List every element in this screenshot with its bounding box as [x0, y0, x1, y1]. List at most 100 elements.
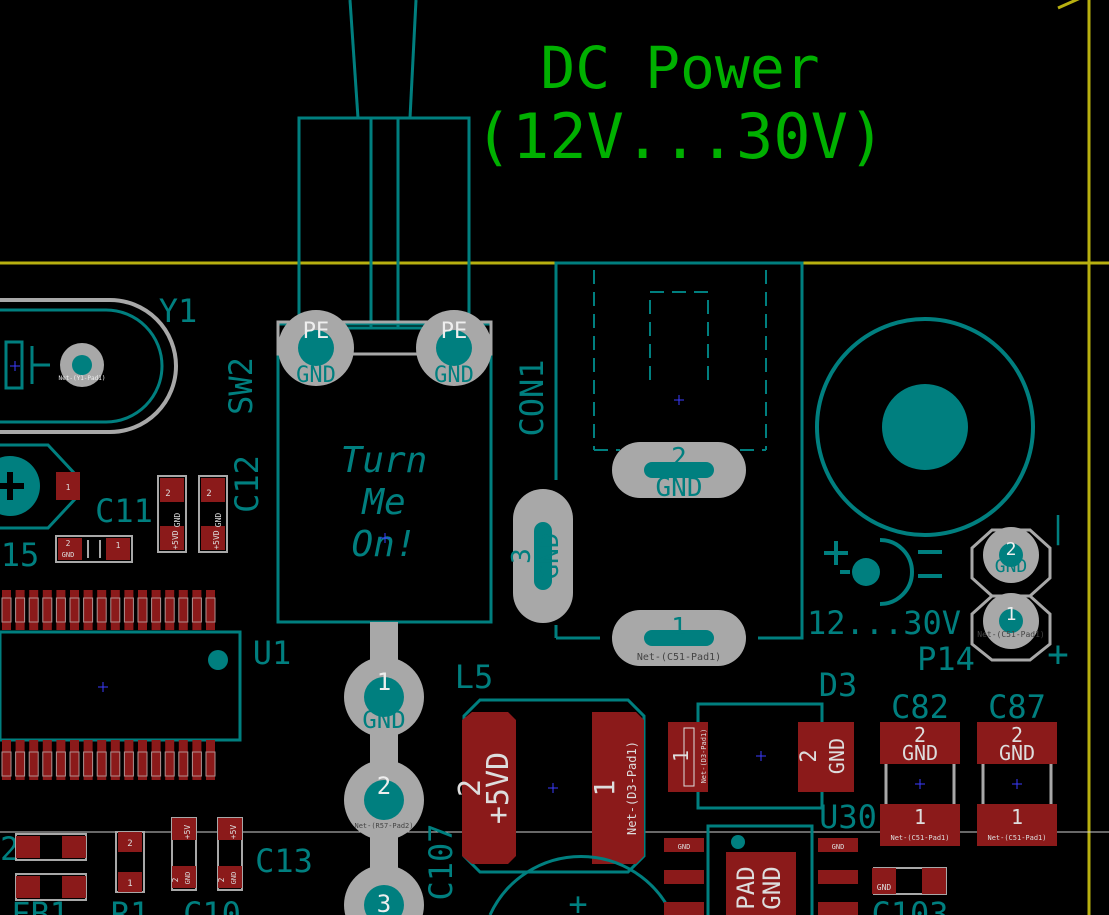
chain-pad-3[interactable]: 3	[344, 865, 424, 915]
u1-pin[interactable]	[138, 740, 147, 780]
u1-pin[interactable]	[192, 590, 202, 630]
u1-pin[interactable]	[97, 590, 107, 630]
footprint-u30[interactable]: PAD GND GND GND	[664, 824, 858, 915]
svg-text:2: 2	[217, 877, 226, 882]
ref-c2: 2	[0, 830, 19, 868]
footprint-trimmer[interactable]: 1	[0, 443, 80, 530]
u1-pin[interactable]	[151, 590, 161, 630]
u1-pin[interactable]	[56, 740, 66, 780]
u1-pin[interactable]	[165, 590, 175, 630]
u1-pin[interactable]	[124, 740, 134, 780]
svg-text:1: 1	[914, 805, 926, 829]
u1-pin[interactable]	[97, 740, 107, 780]
svg-text:GND: GND	[184, 872, 192, 885]
u1-pin[interactable]	[15, 740, 25, 780]
ref-r15: 15	[1, 536, 40, 574]
footprint-u1[interactable]	[0, 590, 242, 780]
svg-text:3: 3	[377, 890, 391, 915]
u1-pin-outline	[205, 751, 216, 777]
svg-text:2: 2	[797, 749, 822, 762]
u1-pin[interactable]	[110, 590, 120, 630]
svg-text:GND: GND	[535, 533, 565, 580]
u1-pin-outline	[191, 597, 202, 623]
u1-pin[interactable]	[70, 740, 79, 780]
mounting-hole[interactable]	[815, 317, 1035, 537]
u1-pin[interactable]	[2, 590, 11, 630]
svg-text:GND: GND	[173, 513, 182, 528]
footprint-l5[interactable]: 2 +5VD 1 Net-(D3-Pad1)	[453, 698, 646, 874]
footprint-c13b[interactable]: +5V 2 GND	[217, 817, 243, 891]
con1-pad-2[interactable]: 2 GND	[612, 442, 746, 503]
u1-pin[interactable]	[2, 740, 11, 780]
u1-pin[interactable]	[56, 590, 66, 630]
ref-y1: Y1	[159, 292, 198, 330]
sw2-text-2: Me	[360, 482, 405, 523]
svg-text:Net-(C51-Pad1): Net-(C51-Pad1)	[637, 652, 721, 663]
u1-pin[interactable]	[178, 740, 188, 780]
footprint-p14[interactable]: 2 GND 1 Net-(C51-Pad1)	[970, 527, 1052, 662]
u1-pin-outline	[151, 751, 162, 777]
u1-pin[interactable]	[110, 740, 120, 780]
con1-pad-1[interactable]: 1 Net-(C51-Pad1)	[612, 610, 746, 666]
footprint-r1[interactable]: 2 1	[115, 831, 145, 893]
u1-pin[interactable]	[29, 740, 39, 780]
u1-pin-outline	[178, 597, 189, 623]
footprint-c87[interactable]: 2 GND 1 Net-(C51-Pad1)	[977, 722, 1057, 846]
sw2-pad-right[interactable]: PE GND	[416, 310, 492, 388]
u1-pin[interactable]	[124, 590, 134, 630]
ref-con1: CON1	[513, 359, 551, 436]
svg-text:2: 2	[914, 723, 926, 747]
footprint-con1[interactable]	[554, 261, 804, 640]
footprint-d3[interactable]: 1 Net-(D3-Pad1) 2 GND	[668, 702, 854, 810]
anchor-markers	[10, 361, 1022, 789]
chain-pad-1[interactable]: 1 GND	[344, 657, 424, 737]
u1-pin[interactable]	[151, 740, 161, 780]
ref-u30: U30	[819, 798, 877, 836]
footprint-bl-1[interactable]	[15, 833, 87, 861]
u1-pin[interactable]	[206, 590, 215, 630]
ref-c82: C82	[891, 688, 949, 726]
u1-pin-outline	[42, 751, 53, 777]
footprint-c103[interactable]: GND	[872, 867, 947, 895]
u1-pin[interactable]	[178, 590, 188, 630]
u1-pin[interactable]	[165, 740, 175, 780]
u1-pin[interactable]	[83, 590, 93, 630]
footprint-y1[interactable]: Net-(Y1-Pad1)	[0, 298, 178, 434]
con1-pad-3[interactable]: 3 GND	[507, 489, 573, 623]
sw2-pad-left[interactable]: PE GND	[278, 310, 354, 388]
svg-text:3: 3	[507, 548, 537, 564]
footprint-c12[interactable]: 2 GND +5VD	[198, 475, 228, 553]
footprint-bl-2[interactable]	[15, 873, 87, 901]
p14-plus-mark: +	[1047, 634, 1069, 675]
svg-text:1: 1	[671, 613, 687, 643]
u1-pin-outline	[137, 597, 148, 623]
u1-pin[interactable]	[29, 590, 39, 630]
u1-pin[interactable]	[192, 740, 202, 780]
u1-pin[interactable]	[70, 590, 79, 630]
ref-l5: L5	[455, 658, 494, 696]
svg-text:2: 2	[1011, 723, 1023, 747]
u1-pin[interactable]	[206, 740, 215, 780]
ref-p14: P14	[917, 640, 975, 678]
svg-text:+5VD: +5VD	[212, 530, 221, 549]
svg-text:2: 2	[206, 489, 211, 499]
u1-pin[interactable]	[42, 740, 52, 780]
u1-pin[interactable]	[42, 590, 52, 630]
footprint-r15-smd[interactable]: 2 GND 1	[55, 535, 133, 563]
svg-text:GND: GND	[995, 556, 1028, 577]
footprint-c11[interactable]: 2 GND +5VD	[157, 475, 187, 553]
footprint-c13a[interactable]: +5V 2 GND	[171, 817, 197, 891]
svg-text:Net-(C51-Pad1): Net-(C51-Pad1)	[977, 630, 1044, 639]
chain-pad-2[interactable]: 2 Net-(R57-Pad2)	[344, 760, 424, 840]
u1-pin-outline	[178, 751, 189, 777]
svg-text:1: 1	[669, 750, 693, 762]
footprint-c82[interactable]: 2 GND 1 Net-(C51-Pad1)	[880, 722, 960, 846]
u1-pin-outline	[164, 597, 175, 623]
u1-pin[interactable]	[15, 590, 25, 630]
svg-text:GND: GND	[758, 866, 786, 909]
svg-text:2: 2	[1006, 539, 1017, 560]
sw2-courtyard	[276, 320, 493, 356]
u1-pin[interactable]	[83, 740, 93, 780]
u1-pin[interactable]	[138, 590, 147, 630]
